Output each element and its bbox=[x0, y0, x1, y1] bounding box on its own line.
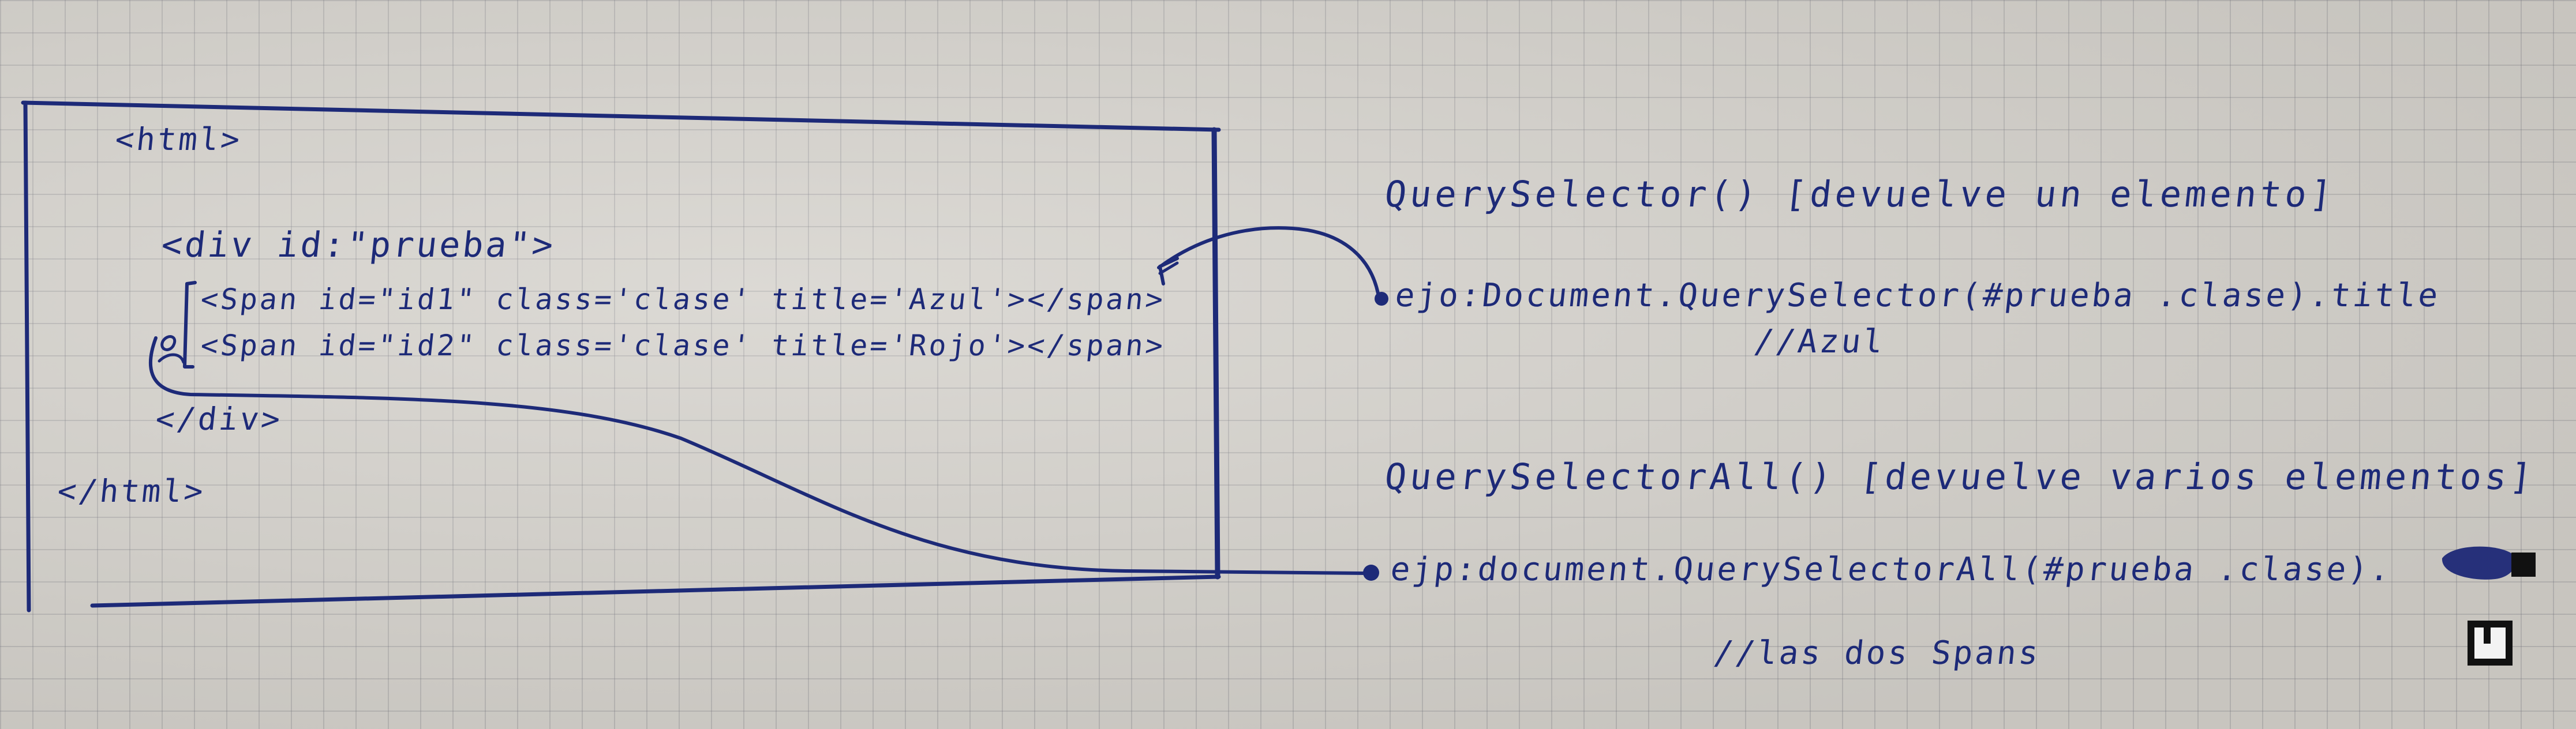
code-span-1: <Span id="id1" class='clase' title='Azul… bbox=[199, 283, 1167, 316]
corner-square-mark bbox=[2511, 553, 2536, 577]
curve-to-queryselectorall bbox=[148, 336, 1369, 575]
notebook-logo-icon bbox=[2468, 621, 2513, 666]
note-queryselector-example: ejo:Document.QuerySelector(#prueba .clas… bbox=[1393, 277, 2442, 314]
arrow-head-spans-2 bbox=[1158, 261, 1179, 275]
span-bracket bbox=[183, 281, 197, 369]
dot-example-1 bbox=[1375, 292, 1388, 306]
html-box-top bbox=[21, 100, 1221, 132]
note-queryselector: QuerySelector() [devuelve un elemento] bbox=[1383, 173, 2338, 215]
html-box-bottom bbox=[90, 574, 1221, 608]
note-queryselectorall: QuerySelectorAll() [devuelve varios elem… bbox=[1383, 456, 2537, 498]
code-html-close: </html> bbox=[55, 473, 207, 509]
code-div-open: <div id:"prueba"> bbox=[159, 225, 557, 265]
note-queryselectorall-example: ejp:document.QuerySelectorAll(#prueba .c… bbox=[1388, 551, 2394, 588]
code-div-close: </div> bbox=[153, 401, 284, 437]
html-box-right bbox=[1211, 127, 1220, 580]
arrow-head-spans bbox=[1158, 257, 1179, 285]
curve-to-queryselector bbox=[1157, 226, 1381, 302]
ink-scribble bbox=[2442, 546, 2516, 580]
html-box-left bbox=[23, 100, 31, 612]
note-queryselectorall-result: //las dos Spans bbox=[1712, 634, 2043, 672]
code-html-open: <html> bbox=[113, 121, 244, 157]
dot-example-2 bbox=[1363, 565, 1379, 581]
code-span-2: <Span id="id2" class='clase' title='Rojo… bbox=[199, 329, 1167, 362]
note-queryselector-result: //Azul bbox=[1752, 323, 1887, 360]
